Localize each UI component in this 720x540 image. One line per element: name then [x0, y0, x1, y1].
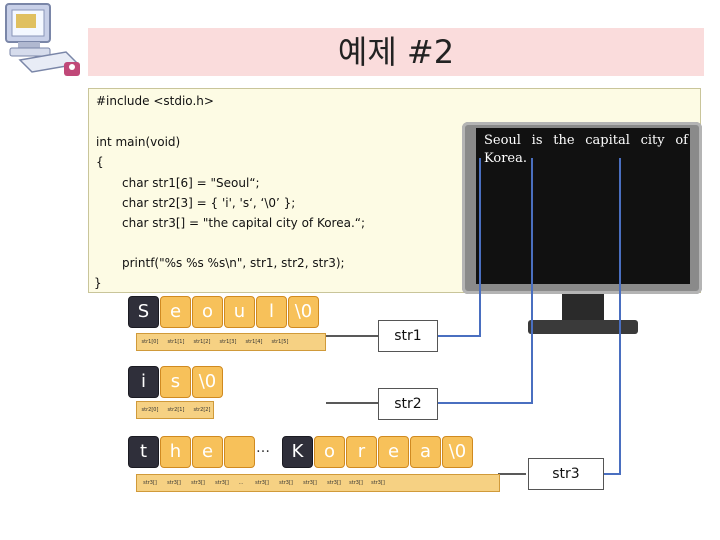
str1-index: str1[4] [245, 339, 263, 345]
str1-cell: o [192, 296, 223, 328]
monitor-screen [476, 128, 690, 284]
str3-connector [604, 158, 621, 475]
str3-index-bar [136, 474, 500, 492]
code-line-str2: char str2[3] = { 'i', 's‘, ‘\0’ }; [122, 196, 296, 210]
str1-cell: e [160, 296, 191, 328]
str3-index: str3[] [191, 480, 205, 486]
monitor-stand [562, 294, 604, 322]
code-line-str3: char str3[] = "the capital city of Korea… [122, 216, 366, 230]
str3-cell: h [160, 436, 191, 468]
str2-cell: s [160, 366, 191, 398]
str2-cell: i [128, 366, 159, 398]
str3-cell: e [192, 436, 223, 468]
code-main: int main(void) [96, 135, 181, 149]
code-include: #include <stdio.h> [96, 94, 214, 108]
str2-index: str2[0] [141, 407, 159, 413]
str3-cell [224, 436, 255, 468]
str3-ellipsis: … [256, 440, 270, 456]
str2-cell: \0 [192, 366, 223, 398]
str3-index: str3[] [279, 480, 293, 486]
str3-cell: o [314, 436, 345, 468]
monitor-base [528, 320, 638, 334]
slide-title: 예제 #2 [337, 33, 455, 71]
str3-index-ellipsis: … [238, 480, 244, 486]
code-line-str1: char str1[6] = "Seoul“; [122, 176, 260, 190]
str3-cell: t [128, 436, 159, 468]
code-open-brace: { [96, 155, 104, 169]
title-bar [88, 28, 704, 76]
str1-cell: u [224, 296, 255, 328]
str1-label: str1 [378, 320, 438, 352]
program-output: Seoul is the capital city of Korea. [484, 133, 688, 166]
str1-cell: S [128, 296, 159, 328]
str2-label: str2 [378, 388, 438, 420]
str3-cell: a [410, 436, 441, 468]
str1-index: str1[3] [219, 339, 237, 345]
str1-cell: \0 [288, 296, 319, 328]
str1-index: str1[2] [193, 339, 211, 345]
str3-cell: K [282, 436, 313, 468]
str2-index-bar [136, 401, 214, 419]
str1-index-bar [136, 333, 326, 351]
str1-index: str1[1] [167, 339, 185, 345]
computer-icon [5, 3, 80, 76]
str3-index: str3[] [327, 480, 341, 486]
str3-cell: \0 [442, 436, 473, 468]
code-line-printf: printf("%s %s %s\n", str1, str2, str3); [122, 256, 345, 270]
str3-label: str3 [528, 458, 604, 490]
str1-index: str1[0] [141, 339, 159, 345]
str3-cell: r [346, 436, 377, 468]
str1-connector [424, 158, 481, 337]
str3-index: str3[] [215, 480, 229, 486]
str2-index: str2[2] [193, 407, 211, 413]
str3-index: str3[] [349, 480, 363, 486]
str2-index: str2[1] [167, 407, 185, 413]
str3-index: str3[] [255, 480, 269, 486]
str3-cell: e [378, 436, 409, 468]
str3-index: str3[] [167, 480, 181, 486]
str3-index: str3[] [303, 480, 317, 486]
str1-cell: l [256, 296, 287, 328]
str3-index: str3[] [371, 480, 385, 486]
str2-connector [430, 158, 533, 404]
str3-index: str3[] [143, 480, 157, 486]
code-close-brace: } [94, 276, 102, 290]
str1-index: str1[5] [271, 339, 289, 345]
